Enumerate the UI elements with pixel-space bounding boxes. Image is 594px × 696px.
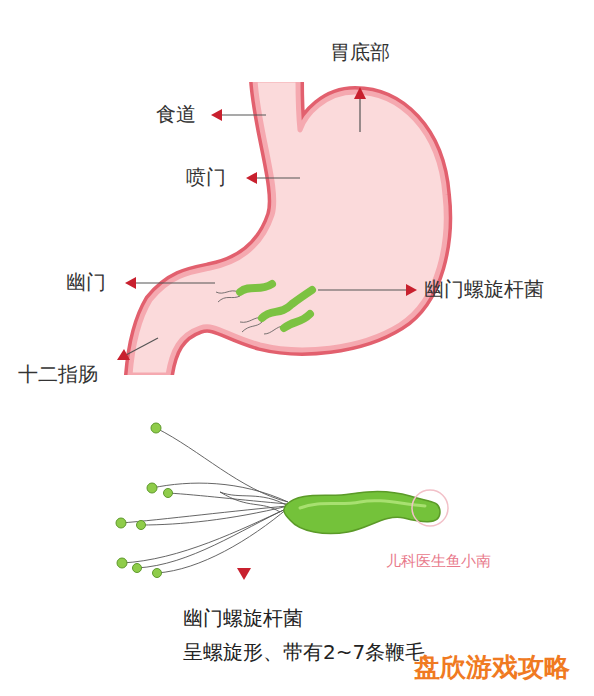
bacteria-in-stomach bbox=[216, 284, 312, 334]
organ-label: 食道 bbox=[156, 102, 196, 126]
stomach-lining bbox=[130, 80, 446, 375]
bacteria-label: 幽门螺旋杆菌 bbox=[424, 277, 544, 301]
organ-label: 喷门 bbox=[186, 165, 226, 189]
watermark-logo bbox=[412, 490, 448, 526]
watermark: 盘欣游戏攻略 bbox=[414, 652, 570, 683]
stomach-outline bbox=[130, 80, 446, 375]
caption-text: 呈螺旋形、带有2~7条鞭毛 bbox=[183, 640, 425, 664]
caption-heading: 幽门螺旋杆菌 bbox=[183, 606, 303, 630]
watermark: 儿科医生鱼小南 bbox=[386, 552, 491, 570]
organ-label: 幽门 bbox=[66, 270, 106, 294]
organ-label: 胃底部 bbox=[330, 40, 390, 64]
organ-label: 十二指肠 bbox=[18, 362, 98, 386]
